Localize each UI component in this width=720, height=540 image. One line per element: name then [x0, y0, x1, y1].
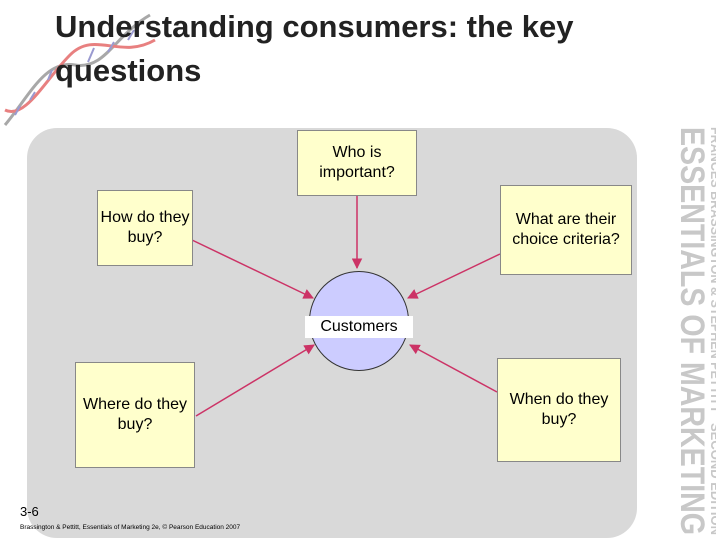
node-choice-criteria: What are their choice criteria?	[500, 185, 632, 275]
book-brand-banner: ESSENTIALS OF MARKETING FRANCES BRASSING…	[648, 127, 716, 537]
arrow-what	[408, 254, 500, 298]
node-how-label: How do they buy?	[98, 208, 192, 248]
node-who-is-important: Who is important?	[297, 130, 417, 196]
brand-edition: SECOND EDITION	[708, 423, 716, 535]
arrow-where	[196, 345, 314, 416]
node-where-do-they-buy: Where do they buy?	[75, 362, 195, 468]
node-who-label: Who is important?	[298, 143, 416, 183]
footer-credit: Brassington & Pettitt, Essentials of Mar…	[20, 524, 240, 531]
arrow-how	[192, 240, 313, 298]
customers-label: Customers	[305, 316, 413, 338]
brand-book-title: ESSENTIALS OF MARKETING	[673, 127, 711, 535]
arrow-when	[410, 345, 497, 392]
node-when-label: When do they buy?	[498, 390, 620, 430]
node-when-do-they-buy: When do they buy?	[497, 358, 621, 462]
node-how-do-they-buy: How do they buy?	[97, 190, 193, 266]
node-what-label: What are their choice criteria?	[501, 210, 631, 250]
slide-number: 3-6	[20, 504, 39, 519]
node-where-label: Where do they buy?	[76, 395, 194, 435]
brand-authors: FRANCES BRASSINGTON & STEPHEN PETTITT	[708, 127, 716, 413]
